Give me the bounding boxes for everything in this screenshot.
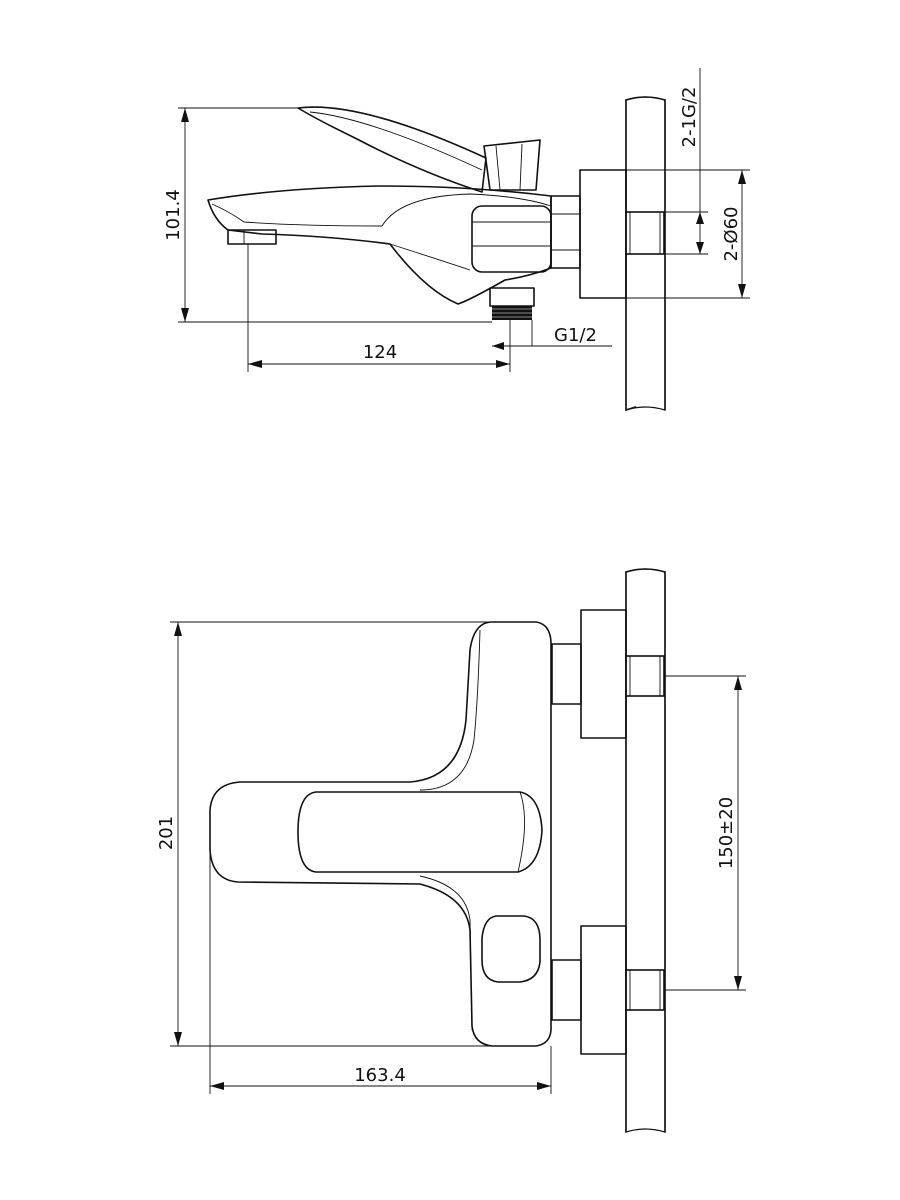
dimension-outlet-thread: G1/2 (492, 320, 612, 350)
dimension-center-distance: 150±20 (664, 675, 746, 991)
lever-handle-side (297, 106, 541, 193)
outlet-thread (492, 306, 532, 320)
front-width-label: 163.4 (354, 1065, 406, 1086)
dimension-escutcheon: 2-Ø60 (626, 169, 750, 299)
wall-section-top (625, 96, 666, 411)
dimension-inlet-thread: 2-1G/2 (664, 68, 708, 255)
wall-section-bottom (625, 568, 666, 1133)
dimension-front-width: 163.4 (209, 850, 552, 1094)
dimension-front-height: 201 (156, 621, 492, 1047)
escutcheon-side (550, 169, 627, 299)
front-height-label: 201 (156, 816, 177, 850)
side-length-label: 124 (363, 342, 397, 363)
dimension-side-height: 101.4 (163, 107, 492, 323)
faucet-body-front (209, 621, 552, 1047)
escutcheon-dia-label: 2-Ø60 (721, 206, 742, 261)
side-view: 101.4 124 G1/2 2-1G/2 (163, 68, 750, 411)
dimension-side-length: 124 (247, 244, 511, 372)
faucet-body-side (207, 185, 552, 320)
front-view: 201 163.4 150±20 (156, 568, 746, 1133)
inlet-thread-label: 2-1G/2 (679, 87, 700, 148)
escutcheons-front (551, 609, 627, 1055)
center-distance-label: 150±20 (716, 797, 737, 869)
side-height-label: 101.4 (163, 189, 184, 241)
outlet-thread-label: G1/2 (554, 325, 597, 346)
